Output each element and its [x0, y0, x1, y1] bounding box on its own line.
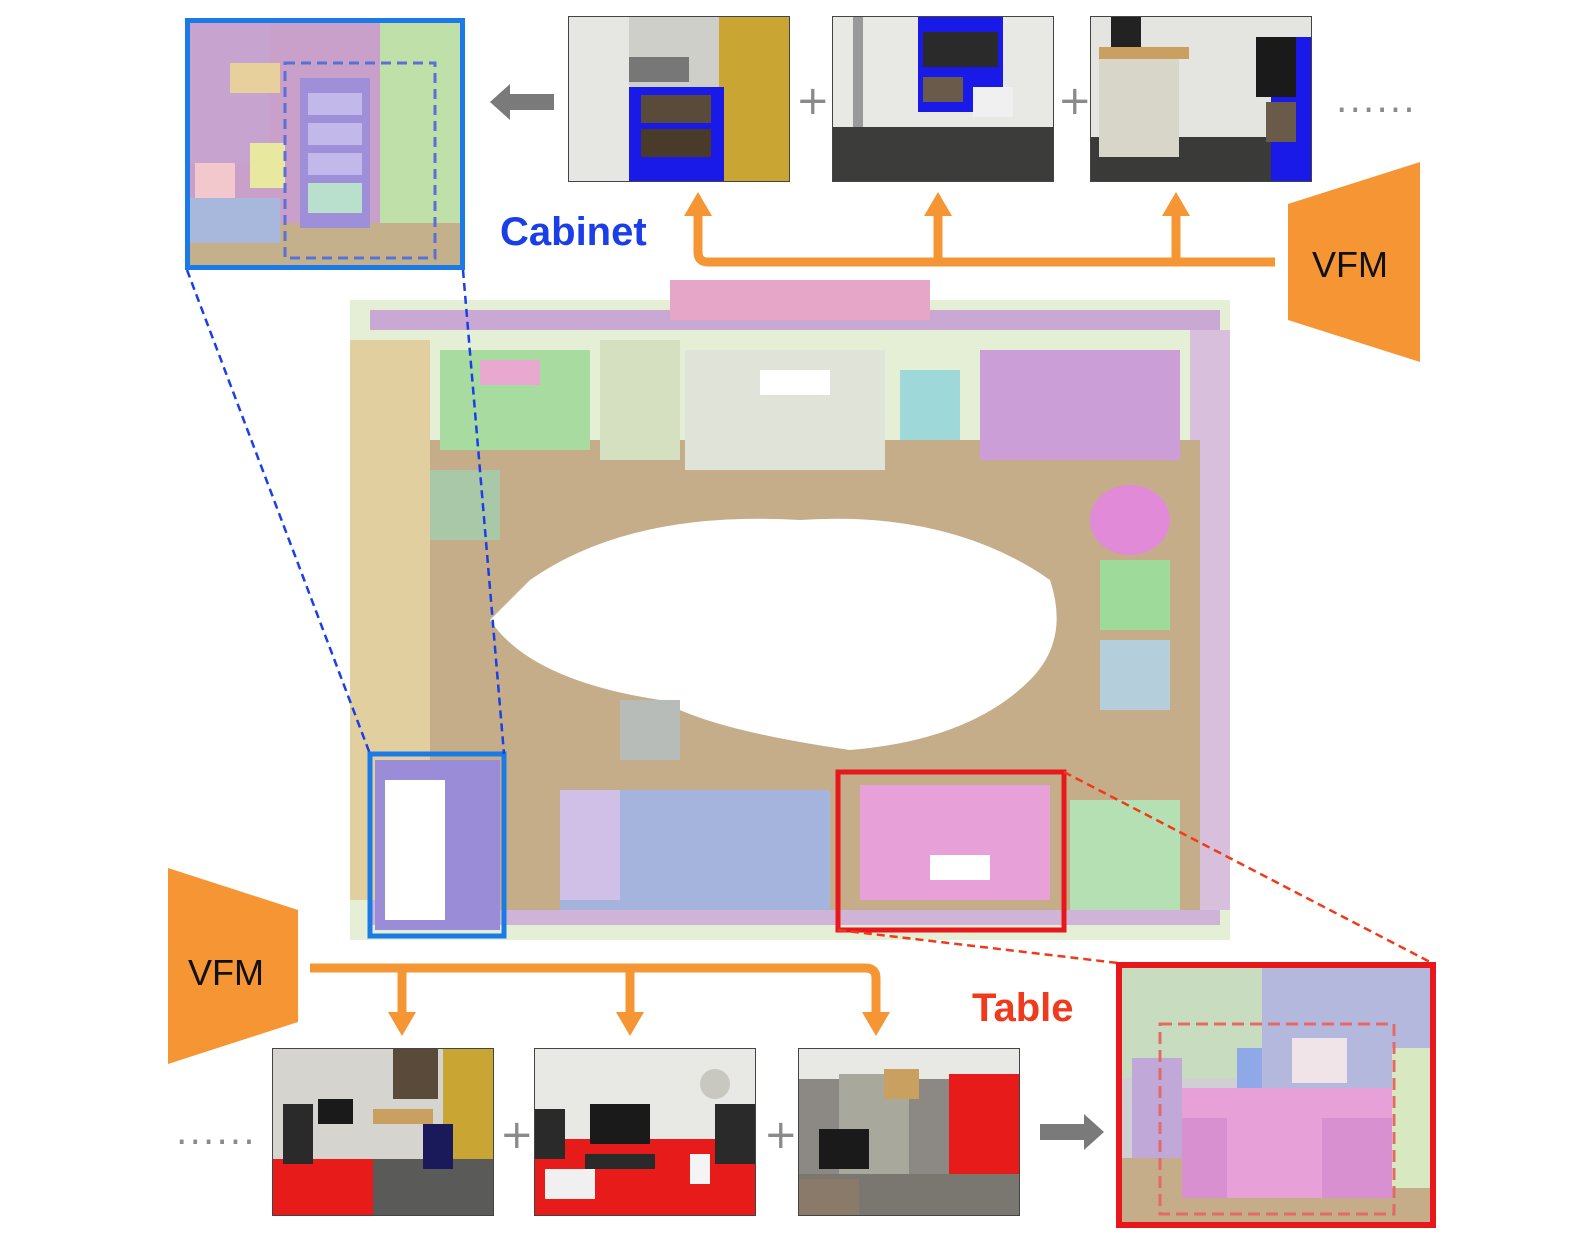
table-zoom-render	[1122, 968, 1430, 1222]
bottom-orange-connector	[310, 963, 890, 1036]
ellipsis-bottom: ......	[176, 1112, 257, 1153]
vfm-label-bottom: VFM	[188, 952, 264, 993]
cabinet-photo-1	[568, 16, 790, 182]
top-orange-connector	[684, 192, 1275, 267]
gray-arrow-left-icon	[490, 84, 554, 120]
scene-3d-reconstruction	[350, 280, 1230, 940]
table-photo-1	[272, 1048, 494, 1216]
cabinet-zoom-render	[190, 23, 460, 265]
cabinet-photo-2	[832, 16, 1054, 182]
cabinet-label: Cabinet	[500, 210, 647, 254]
ellipsis-top: ......	[1336, 80, 1417, 121]
plus-separator-top-2: +	[1058, 78, 1092, 124]
vfm-label-top: VFM	[1312, 244, 1388, 285]
table-photo-3	[798, 1048, 1020, 1216]
cabinet-photo-3	[1090, 16, 1312, 182]
table-photo-2	[534, 1048, 756, 1216]
table-label: Table	[972, 986, 1074, 1030]
vfm-trapezoid-icon	[1288, 162, 1420, 362]
gray-arrow-right-icon	[1040, 1114, 1104, 1150]
plus-separator-bottom-2: +	[764, 1112, 798, 1158]
table-zoom-view	[1116, 962, 1436, 1228]
plus-separator-top-1: +	[796, 78, 830, 124]
plus-separator-bottom-1: +	[500, 1112, 534, 1158]
vfm-trapezoid-icon-bottom	[168, 868, 298, 1064]
cabinet-zoom-view	[185, 18, 465, 270]
